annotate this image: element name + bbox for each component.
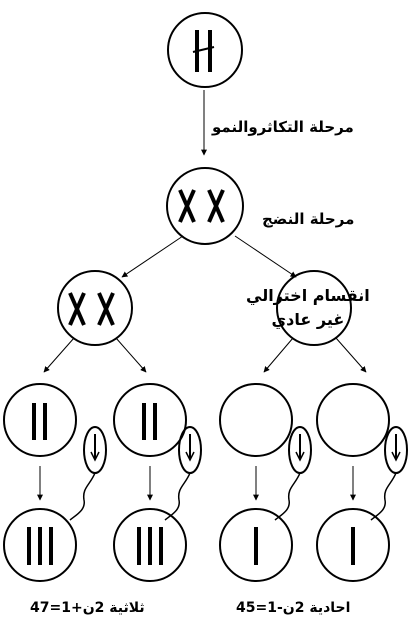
sperm-1 xyxy=(70,427,106,520)
maturation-phase-label: مرحلة النضج xyxy=(262,210,354,228)
sperm-4 xyxy=(371,427,407,520)
primary-cell xyxy=(167,168,243,244)
abnormal-division-line1: انقسام اختزالي xyxy=(246,284,370,308)
zygote-monosomy-1 xyxy=(220,509,292,581)
arrow-to-left-cell xyxy=(122,236,183,277)
abnormal-division-line2: غير عادي xyxy=(246,308,370,332)
abnormal-division-label: انقسام اختزالي غير عادي xyxy=(246,284,370,332)
proliferation-phase-label: مرحلة التكاثروالنمو xyxy=(212,118,354,136)
ovule-3 xyxy=(220,384,292,456)
zygote-monosomy-2 xyxy=(317,509,389,581)
ovule-2 xyxy=(114,384,186,456)
arrow-secondary-4 xyxy=(336,338,366,372)
left-secondary-cell xyxy=(58,271,132,345)
trisomy-label: ثلاثية 2ن+1=47 xyxy=(30,600,145,616)
ovule-4 xyxy=(317,384,389,456)
sperm-3 xyxy=(275,427,311,520)
sperm-2 xyxy=(165,427,201,520)
arrow-secondary-2 xyxy=(116,338,146,372)
arrow-to-right-cell xyxy=(235,236,296,277)
monosomy-label: احادية 2ن-1=45 xyxy=(236,600,350,616)
primordial-cell xyxy=(168,13,242,87)
arrow-secondary-3 xyxy=(264,338,293,372)
arrow-secondary-1 xyxy=(44,338,74,372)
zygote-trisomy-1 xyxy=(4,509,76,581)
zygote-trisomy-2 xyxy=(114,509,186,581)
ovule-1 xyxy=(4,384,76,456)
